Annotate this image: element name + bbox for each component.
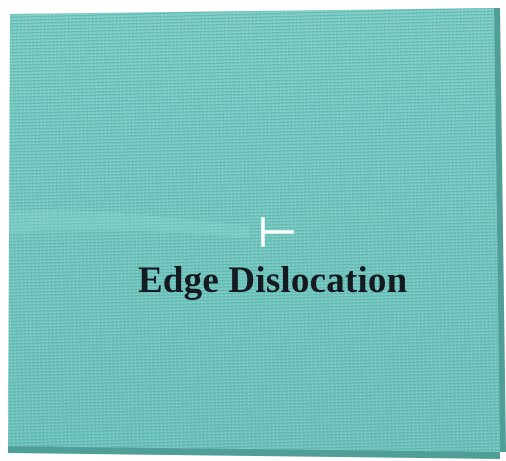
dislocation-caption: Edge Dislocation bbox=[138, 262, 407, 299]
